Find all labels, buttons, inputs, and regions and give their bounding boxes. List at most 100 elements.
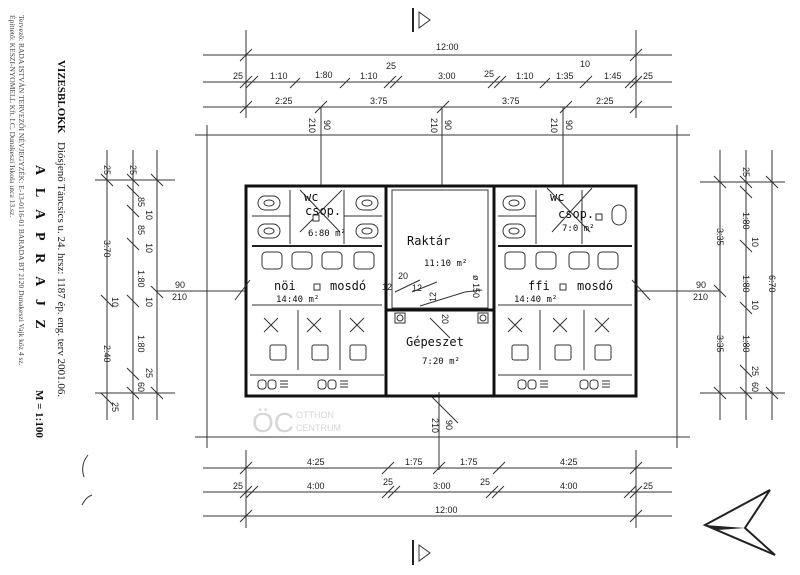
sink-icon bbox=[261, 251, 619, 270]
toilet-icon bbox=[257, 223, 281, 239]
door-height: 210 bbox=[430, 418, 440, 433]
dim-label: 1:10 bbox=[270, 71, 288, 81]
project-name: VIZESBLOKK bbox=[55, 60, 67, 134]
dim-label: 4:00 bbox=[307, 481, 325, 491]
dim-label: 25 bbox=[128, 165, 138, 175]
dim-label: 1:80 bbox=[315, 70, 333, 80]
dim-label: 25 bbox=[741, 167, 751, 177]
door-height: 210 bbox=[549, 118, 559, 133]
dim-label: 4:25 bbox=[560, 457, 578, 467]
dim-label: 3:00 bbox=[433, 481, 451, 491]
dim-label: 3:75 bbox=[502, 96, 520, 106]
dim-label: 25 bbox=[643, 71, 653, 81]
room-women-area: 14:40 m² bbox=[276, 295, 319, 305]
toilet-icon bbox=[502, 195, 526, 211]
bench-icon bbox=[257, 379, 610, 390]
dim-label: 25 bbox=[383, 477, 393, 487]
dim-label: 1:45 bbox=[604, 71, 622, 81]
room-men-area: 14:40 m² bbox=[514, 295, 557, 305]
dim-label: 1:80 bbox=[741, 212, 751, 230]
dim-label: 85 bbox=[136, 225, 146, 235]
dim-label: 4:00 bbox=[560, 481, 578, 491]
drawing-title: A L A P R A J Z bbox=[32, 165, 47, 334]
dim-right-overall: 6:70 bbox=[767, 275, 777, 293]
dim-label: 1:10 bbox=[516, 71, 534, 81]
dim-label: 25 bbox=[643, 481, 653, 491]
dim-label: 1:80 bbox=[136, 335, 146, 353]
dim-bottom-overall: 12:00 bbox=[435, 505, 458, 515]
toilet-icon bbox=[355, 195, 379, 211]
dim-label: 25 bbox=[386, 61, 396, 71]
title-block: VIZESBLOKK Diósjenő Táncsics u. 24. hrsz… bbox=[8, 15, 93, 506]
pipe-lines bbox=[394, 279, 483, 339]
door-width: 90 bbox=[444, 420, 454, 430]
annotation: 12 bbox=[428, 292, 438, 302]
toilet-icon bbox=[502, 223, 526, 239]
door-width: 90 bbox=[564, 120, 574, 130]
dim-label: 1:80 bbox=[741, 335, 751, 353]
watermark-text: CENTRUM bbox=[296, 423, 341, 433]
room-men-name: ffi bbox=[528, 279, 550, 293]
room-men-name2: mosdó bbox=[577, 279, 613, 293]
dim-label: 3:35 bbox=[715, 228, 725, 246]
dimensions-right: 25 1:80 10 1:80 10 1:80 25 60 3:35 3:35 … bbox=[636, 150, 785, 420]
dim-label: 85 bbox=[136, 197, 146, 207]
room-wc-right-area: 7:0 m² bbox=[562, 224, 595, 234]
room-women-name2: mosdó bbox=[330, 279, 366, 293]
door-height: 210 bbox=[172, 292, 187, 302]
room-wc-left-name2: csop. bbox=[305, 204, 341, 218]
urinal-icon bbox=[611, 204, 627, 226]
dimensions-top: 12:00 25 1:10 1:80 1:10 25 3:00 25 1:10 … bbox=[203, 30, 672, 185]
dim-top-overall: 12:00 bbox=[436, 42, 459, 52]
dim-label: 25 bbox=[102, 165, 112, 175]
dim-label: 1:10 bbox=[360, 71, 378, 81]
client-line: Építtető: KESZI-NYOMELL Kft. I.C. Dunake… bbox=[8, 15, 18, 217]
door-width: 90 bbox=[175, 280, 185, 290]
watermark-text: OTTHON bbox=[296, 410, 334, 420]
building-walls bbox=[234, 184, 651, 398]
dim-label: 25 bbox=[480, 477, 490, 487]
door-height: 210 bbox=[429, 118, 439, 133]
annotation: 12 bbox=[382, 282, 392, 292]
shower-icon bbox=[263, 317, 612, 361]
dim-label: 2:25 bbox=[275, 96, 293, 106]
drawing-scale: M = 1:100 bbox=[33, 390, 45, 438]
dim-label: 3:35 bbox=[715, 335, 725, 353]
dim-label: 10 bbox=[580, 59, 590, 69]
signature bbox=[81, 454, 93, 506]
annotation: 20 bbox=[398, 271, 408, 281]
dim-label: 1:35 bbox=[556, 71, 574, 81]
dim-label: 1:80 bbox=[741, 275, 751, 293]
dim-label: 25 bbox=[144, 368, 154, 378]
dimensions-bottom: 4:25 1:75 1:75 4:25 25 4:00 25 3:00 25 4… bbox=[203, 392, 672, 528]
annotation-pipe-diameter: ø 150 bbox=[471, 275, 481, 298]
fixtures bbox=[257, 195, 627, 390]
dim-label: 3:70 bbox=[102, 240, 112, 258]
dim-label: 10 bbox=[144, 243, 154, 253]
door-width: 90 bbox=[322, 120, 332, 130]
designer-line: Tervező: RADA ISTVÁN TERVEZŐI NÉVJEGYZÉK… bbox=[17, 15, 27, 366]
dim-label: 3:00 bbox=[438, 71, 456, 81]
floor-drain-icon bbox=[313, 283, 567, 291]
dim-label: 25 bbox=[233, 71, 243, 81]
dim-label: 2:25 bbox=[596, 96, 614, 106]
room-women-name: nöi bbox=[274, 279, 296, 293]
north-arrow-icon bbox=[702, 489, 776, 556]
room-wc-left-name: wc bbox=[304, 190, 318, 204]
watermark-logo: ÖC OTTHON CENTRUM bbox=[252, 407, 341, 438]
room-wc-right-name: wc bbox=[550, 190, 564, 204]
dim-label: 25 bbox=[110, 402, 120, 412]
dim-label: 1:75 bbox=[460, 457, 478, 467]
dim-label: 10 bbox=[750, 300, 760, 310]
annotation: 20 bbox=[440, 314, 450, 324]
section-marker-top bbox=[412, 8, 431, 32]
dim-label: 25 bbox=[484, 69, 494, 79]
pipe-icon bbox=[394, 312, 489, 324]
project-address: Diósjenő Táncsics u. 24. hrsz: 1187 ép. … bbox=[55, 142, 67, 397]
annotation: 12 bbox=[412, 283, 422, 293]
door-width: 90 bbox=[696, 280, 706, 290]
door-height: 210 bbox=[693, 292, 708, 302]
dim-label: 1:75 bbox=[405, 457, 423, 467]
room-storage-area: 11:10 m² bbox=[424, 259, 467, 269]
